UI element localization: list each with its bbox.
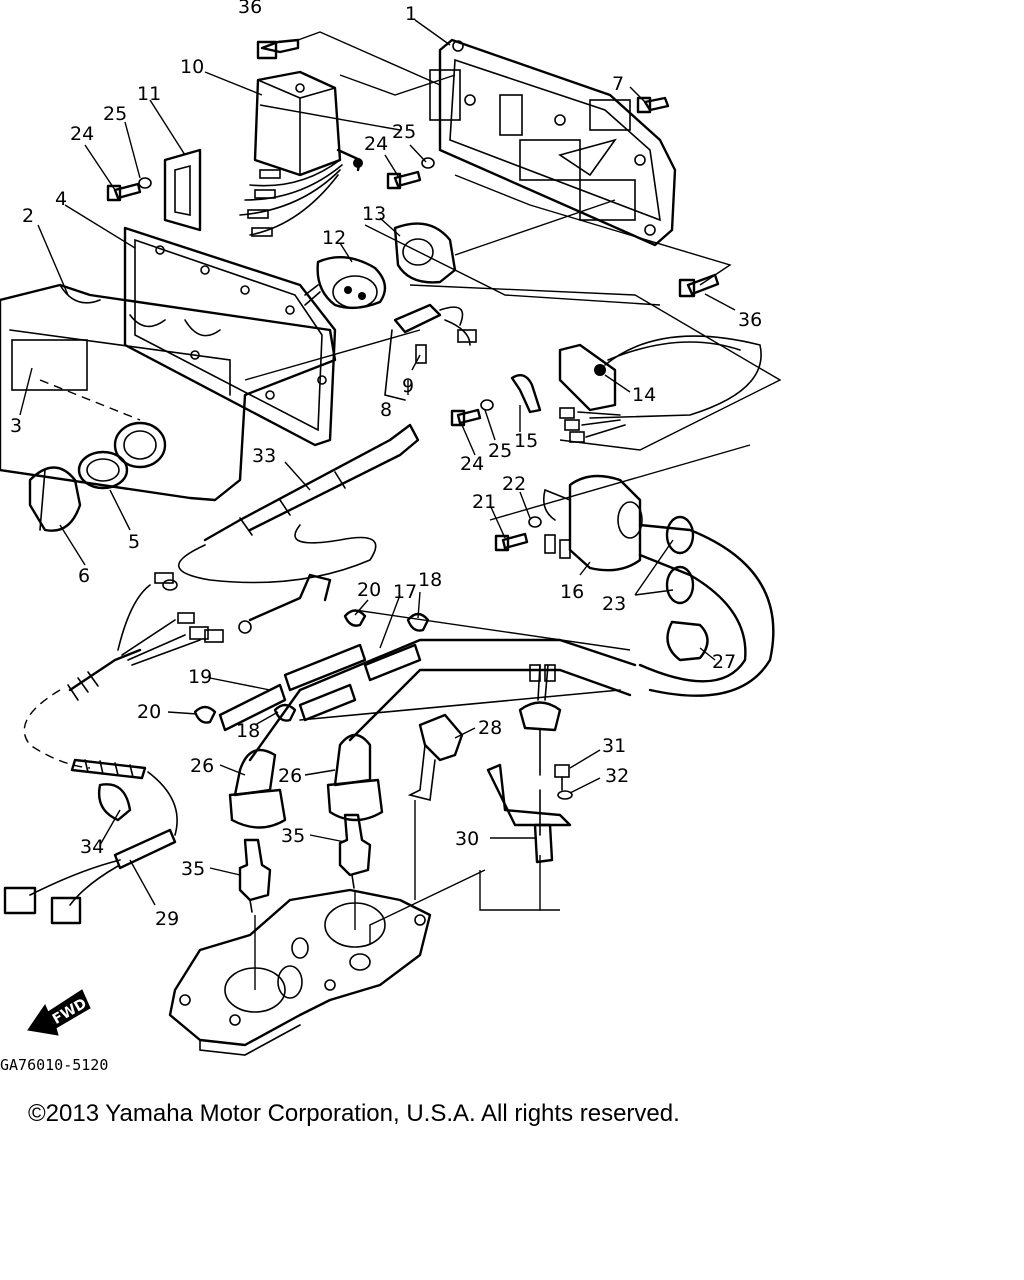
callout-16: 16 [560, 581, 584, 603]
callout-8: 8 [380, 399, 392, 421]
high-tension-cords [248, 523, 775, 762]
callout-labels: 36 1 10 11 25 24 7 25 24 2 4 13 12 36 9 … [10, 0, 762, 930]
callout-36a: 36 [238, 0, 262, 18]
cord-holder [407, 713, 464, 801]
callout-29: 29 [155, 908, 179, 930]
callout-18b: 18 [236, 720, 260, 742]
cord-grommets [665, 515, 695, 605]
callout-14: 14 [632, 384, 656, 406]
pulser-coil-bracket [558, 335, 762, 419]
callout-24c: 24 [460, 453, 484, 475]
callout-24a: 24 [70, 123, 94, 145]
fuse-holder [384, 303, 477, 401]
hose-clips [193, 609, 430, 724]
callout-21: 21 [472, 491, 496, 513]
cdi-bracket [163, 148, 202, 232]
callout-30: 30 [455, 828, 479, 850]
electrical-box-plate [429, 38, 677, 247]
callout-24b: 24 [364, 133, 388, 155]
cover-cap [28, 466, 82, 532]
callout-18a: 18 [418, 569, 442, 591]
callout-26b: 26 [278, 765, 302, 787]
callout-12: 12 [322, 227, 346, 249]
callout-17: 17 [393, 581, 417, 603]
callout-13: 13 [362, 203, 386, 225]
callout-7: 7 [612, 73, 624, 95]
callout-3: 3 [10, 415, 22, 437]
callout-20b: 20 [137, 701, 161, 723]
lead-connectors [559, 407, 626, 443]
spark-plug-caps [228, 733, 384, 829]
callout-36b: 36 [738, 309, 762, 331]
cylinder-head [168, 888, 432, 1056]
electrical-box-cover [0, 283, 337, 502]
rectifier-regulator [304, 256, 387, 310]
callout-5: 5 [128, 531, 140, 553]
callout-6: 6 [78, 565, 90, 587]
fasteners [106, 38, 720, 552]
exploded-parts-diagram: 36 1 10 11 25 24 7 25 24 2 4 13 12 36 9 … [0, 0, 782, 1074]
callout-4: 4 [55, 188, 67, 210]
callout-11: 11 [137, 83, 161, 105]
cord-band [666, 620, 709, 662]
starter-relay [393, 222, 457, 284]
ignition-coil [542, 474, 643, 572]
callout-31: 31 [602, 735, 626, 757]
callout-leaders [19, 19, 736, 906]
callout-27: 27 [712, 651, 736, 673]
wire-clamp [510, 374, 542, 414]
callout-2: 2 [22, 205, 34, 227]
temperature-sensor [486, 664, 572, 864]
callout-19: 19 [188, 666, 212, 688]
callout-10: 10 [180, 56, 204, 78]
drawing-code: GA76010-5120 [0, 1056, 108, 1074]
callout-9: 9 [402, 375, 414, 397]
sensor-screw [554, 764, 573, 800]
callout-26a: 26 [190, 755, 214, 777]
battery-cable [177, 423, 420, 634]
callout-33: 33 [252, 445, 276, 467]
wire-harness [3, 572, 224, 925]
callout-34: 34 [80, 836, 104, 858]
callout-15: 15 [514, 430, 538, 452]
callout-1: 1 [405, 3, 417, 25]
o-ring [77, 450, 129, 490]
hoses [218, 643, 422, 732]
copyright-notice: ©2013 Yamaha Motor Corporation, U.S.A. A… [28, 1100, 680, 1127]
assembly-lines [244, 31, 782, 990]
callout-23: 23 [602, 593, 626, 615]
callout-22: 22 [502, 473, 526, 495]
fwd-arrow-icon: FWD [27, 989, 91, 1036]
callout-25b: 25 [392, 121, 416, 143]
callout-20a: 20 [357, 579, 381, 601]
callout-32: 32 [605, 765, 629, 787]
callout-28: 28 [478, 717, 502, 739]
callout-35a: 35 [281, 825, 305, 847]
callout-35b: 35 [181, 858, 205, 880]
cdi-unit [239, 70, 363, 237]
callout-25c: 25 [488, 440, 512, 462]
callout-25a: 25 [103, 103, 127, 125]
cover-gasket [123, 226, 337, 447]
